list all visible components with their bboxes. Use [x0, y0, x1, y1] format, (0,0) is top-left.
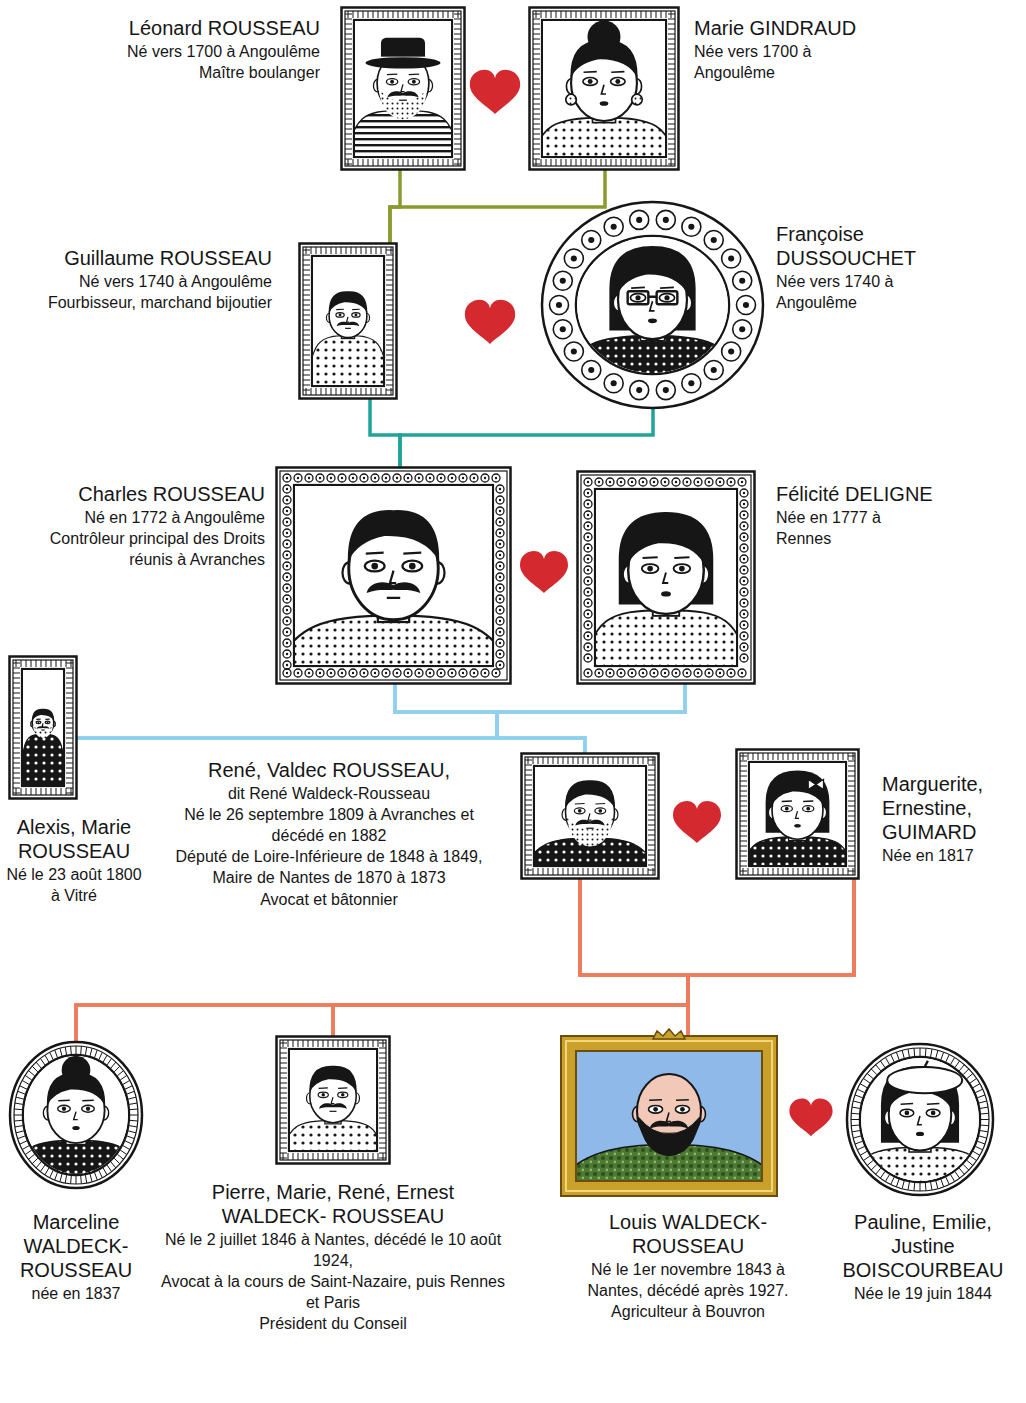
- person-name: Guillaume ROUSSEAU: [20, 246, 272, 270]
- caption-block: Léonard ROUSSEAUNé vers 1700 à Angoulême…: [20, 16, 320, 83]
- family-link: [333, 880, 854, 1035]
- caption-block: Marie GINDRAUDNée vers 1700 à Angoulême: [694, 16, 864, 83]
- heart-symbol: [465, 300, 515, 344]
- caption-block: Félicité DELIGNENée en 1777 à Rennes: [776, 482, 936, 549]
- portrait-frame: [340, 6, 466, 171]
- portrait-frame: [275, 466, 512, 685]
- person-detail: Né en 1772 à Angoulême: [15, 507, 265, 528]
- person-detail: Maire de Nantes de 1870 à 1873: [168, 867, 490, 888]
- person-name: Marguerite, Ernestine, GUIMARD: [882, 772, 1018, 844]
- caption-block: Marguerite, Ernestine, GUIMARDNée en 181…: [882, 772, 1018, 866]
- heart-symbol: [789, 1098, 832, 1136]
- family-link: [76, 880, 688, 1040]
- portrait-node: Marie GINDRAUDNée vers 1700 à Angoulême: [528, 6, 680, 171]
- person-name: Félicité DELIGNE: [776, 482, 936, 506]
- portrait-frame: [735, 748, 860, 880]
- portrait-node: Pierre, Marie, René, Ernest WALDECK- ROU…: [275, 1035, 391, 1165]
- portrait-node: Alexis, Marie ROUSSEAUNé le 23 août 1800…: [8, 655, 78, 800]
- caption-block: Pauline, Emilie, Justine BOISCOURBEAUNée…: [835, 1210, 1011, 1304]
- person-name: René, Valdec ROUSSEAU,: [168, 758, 490, 782]
- family-link: [400, 410, 653, 466]
- family-link: [497, 685, 685, 752]
- family-link: [76, 880, 854, 1040]
- person-name: Marceline WALDECK-ROUSSEAU: [6, 1210, 146, 1282]
- person-detail: Président du Conseil: [160, 1313, 506, 1334]
- heart-symbol: [673, 801, 721, 843]
- caption-block: René, Valdec ROUSSEAU,dit René Waldeck-R…: [168, 758, 490, 910]
- portrait-node: Pauline, Emilie, Justine BOISCOURBEAUNée…: [845, 1042, 995, 1197]
- portrait-frame: [560, 1035, 778, 1197]
- person-name: Marie GINDRAUD: [694, 16, 864, 40]
- family-link: [688, 880, 854, 1035]
- person-name: Pauline, Emilie, Justine BOISCOURBEAU: [835, 1210, 1011, 1282]
- portrait-node: René, Valdec ROUSSEAU,dit René Waldeck-R…: [520, 752, 660, 880]
- portrait-frame: [528, 6, 680, 171]
- person-detail: dit René Waldeck-Rousseau: [168, 783, 490, 804]
- person-detail: Maître boulanger: [20, 62, 320, 83]
- person-detail: Née en 1777 à Rennes: [776, 507, 936, 549]
- portrait-node: Guillaume ROUSSEAUNé vers 1740 à Angoulê…: [298, 242, 398, 400]
- person-detail: Contrôleur principal des Droits réunis à…: [15, 528, 265, 570]
- person-name: Françoise DUSSOUCHET: [776, 222, 941, 270]
- portrait-frame: [275, 1035, 391, 1165]
- person-detail: Né vers 1700 à Angoulême: [20, 41, 320, 62]
- person-detail: Fourbisseur, marchand bijoutier: [20, 292, 272, 313]
- person-name: Alexis, Marie ROUSSEAU: [6, 815, 142, 863]
- person-detail: Née le 19 juin 1844: [835, 1283, 1011, 1304]
- person-name: Pierre, Marie, René, Ernest WALDECK- ROU…: [160, 1180, 506, 1228]
- person-detail: Député de Loire-Inférieure de 1848 à 184…: [168, 846, 490, 867]
- portrait-frame: [8, 655, 78, 800]
- portrait-frame: [520, 752, 660, 880]
- portrait-frame: [845, 1042, 995, 1197]
- person-detail: née en 1837: [6, 1283, 146, 1304]
- person-detail: Né le 26 septembre 1809 à Avranches et d…: [168, 804, 490, 846]
- portrait-node: Charles ROUSSEAUNé en 1772 à AngoulêmeCo…: [275, 466, 512, 685]
- person-name: Léonard ROUSSEAU: [20, 16, 320, 40]
- portrait-frame: [298, 242, 398, 400]
- person-name: Charles ROUSSEAU: [15, 482, 265, 506]
- caption-block: Guillaume ROUSSEAUNé vers 1740 à Angoulê…: [20, 246, 272, 313]
- caption-block: Alexis, Marie ROUSSEAUNé le 23 août 1800…: [6, 815, 142, 906]
- portrait-node: Léonard ROUSSEAUNé vers 1700 à Angoulême…: [340, 6, 466, 171]
- portrait-node: Marguerite, Ernestine, GUIMARDNée en 181…: [735, 748, 860, 880]
- family-link: [370, 400, 400, 466]
- person-detail: Né le 23 août 1800 à Vitré: [6, 864, 142, 906]
- caption-block: Louis WALDECK-ROUSSEAUNé le 1er novembre…: [578, 1210, 798, 1322]
- portrait-frame: [576, 470, 756, 685]
- portrait-node: Félicité DELIGNENée en 1777 à Rennes: [576, 470, 756, 685]
- heart-symbol: [520, 551, 568, 593]
- person-detail: Né vers 1740 à Angoulême: [20, 271, 272, 292]
- person-detail: Née vers 1700 à Angoulême: [694, 41, 864, 83]
- portrait-node: Marceline WALDECK-ROUSSEAUnée en 1837: [8, 1040, 144, 1190]
- person-detail: Avocat à la cours de Saint-Nazaire, puis…: [160, 1271, 506, 1313]
- person-detail: Avocat et bâtonnier: [168, 889, 490, 910]
- person-name: Louis WALDECK-ROUSSEAU: [578, 1210, 798, 1258]
- family-link: [580, 880, 688, 1035]
- caption-block: Pierre, Marie, René, Ernest WALDECK- ROU…: [160, 1180, 506, 1335]
- heart-symbol: [470, 70, 520, 114]
- portrait-frame: [8, 1040, 144, 1190]
- portrait-node: Françoise DUSSOUCHETNée vers 1740 à Ango…: [540, 200, 765, 410]
- portrait-node: Louis WALDECK-ROUSSEAUNé le 1er novembre…: [560, 1035, 778, 1197]
- caption-block: Françoise DUSSOUCHETNée vers 1740 à Ango…: [776, 222, 941, 313]
- person-detail: Née vers 1740 à Angoulême: [776, 271, 941, 313]
- caption-block: Charles ROUSSEAUNé en 1772 à AngoulêmeCo…: [15, 482, 265, 570]
- portrait-frame: [540, 200, 765, 410]
- person-detail: Né le 1er novembre 1843 à Nantes, décédé…: [578, 1259, 798, 1322]
- family-link: [390, 171, 605, 242]
- person-detail: Né le 2 juillet 1846 à Nantes, décédé le…: [160, 1229, 506, 1271]
- caption-block: Marceline WALDECK-ROUSSEAUnée en 1837: [6, 1210, 146, 1304]
- person-detail: Née en 1817: [882, 845, 1018, 866]
- family-link: [395, 685, 585, 752]
